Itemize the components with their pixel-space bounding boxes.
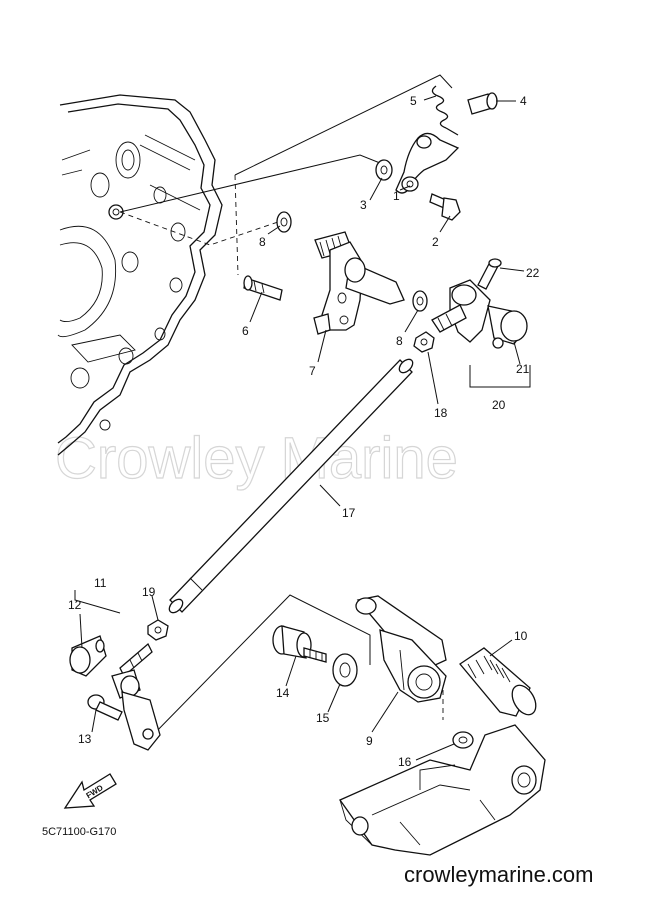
callout-9: 9 (366, 734, 373, 748)
website-text: crowleymarine.com (404, 862, 594, 887)
callout-1: 1 (393, 189, 400, 203)
collar-bolt-part-14 (272, 625, 327, 663)
callout-labels: 1 2 3 4 5 6 7 8 8 9 10 11 12 13 14 15 16… (68, 94, 540, 769)
callout-3: 3 (360, 198, 367, 212)
diagram-code: 5C71100-G170 (42, 826, 116, 838)
callout-4: 4 (520, 94, 527, 108)
watermark-text: Crowley Marine (55, 426, 458, 491)
callout-13: 13 (78, 732, 92, 746)
forward-arrow-icon: FWD (63, 773, 117, 809)
bolt-part-2 (429, 193, 461, 221)
callout-8-upper: 8 (259, 235, 266, 249)
callout-19: 19 (142, 585, 156, 599)
callout-15: 15 (316, 711, 330, 725)
nut-part-18 (413, 331, 435, 353)
callout-20: 20 (492, 398, 506, 412)
mounting-bracket (339, 724, 546, 856)
callout-6: 6 (242, 324, 249, 338)
callout-22: 22 (526, 266, 540, 280)
grip-part-10 (459, 647, 537, 717)
callout-18: 18 (434, 406, 448, 420)
washer-part-8-lower (412, 290, 428, 312)
shift-lever-part-9 (355, 595, 447, 703)
callout-11: 11 (94, 576, 107, 590)
callout-8-lower: 8 (396, 334, 403, 348)
bolt-part-13 (87, 694, 123, 721)
callout-7: 7 (309, 364, 316, 378)
washer-part-16 (452, 731, 474, 749)
shift-shaft-part-7 (313, 231, 405, 335)
rod-end-part-12 (69, 635, 107, 677)
callout-leaders (79, 95, 525, 761)
washer-part-15 (332, 653, 358, 687)
stud-part-6 (243, 275, 283, 301)
callout-5: 5 (410, 94, 417, 108)
callout-14: 14 (276, 686, 290, 700)
callout-17: 17 (342, 506, 356, 520)
pin-part-4 (467, 92, 498, 115)
callout-16: 16 (398, 755, 412, 769)
joint-assembly-part-20 (431, 279, 528, 349)
shift-rod-part-17 (168, 358, 414, 614)
lever-part-1 (395, 132, 460, 194)
callout-21: 21 (516, 362, 530, 376)
callout-12: 12 (68, 598, 82, 612)
callout-2: 2 (432, 235, 439, 249)
nut-part-19 (147, 619, 169, 641)
screw-part-22 (477, 258, 502, 290)
callout-10: 10 (514, 629, 528, 643)
linkage-part-11 (111, 642, 161, 751)
spring-part-5 (431, 85, 459, 136)
engine-case (57, 94, 223, 456)
leader-lines (74, 74, 531, 739)
washer-part-8-upper (276, 211, 292, 233)
collar-part-3 (375, 159, 393, 181)
